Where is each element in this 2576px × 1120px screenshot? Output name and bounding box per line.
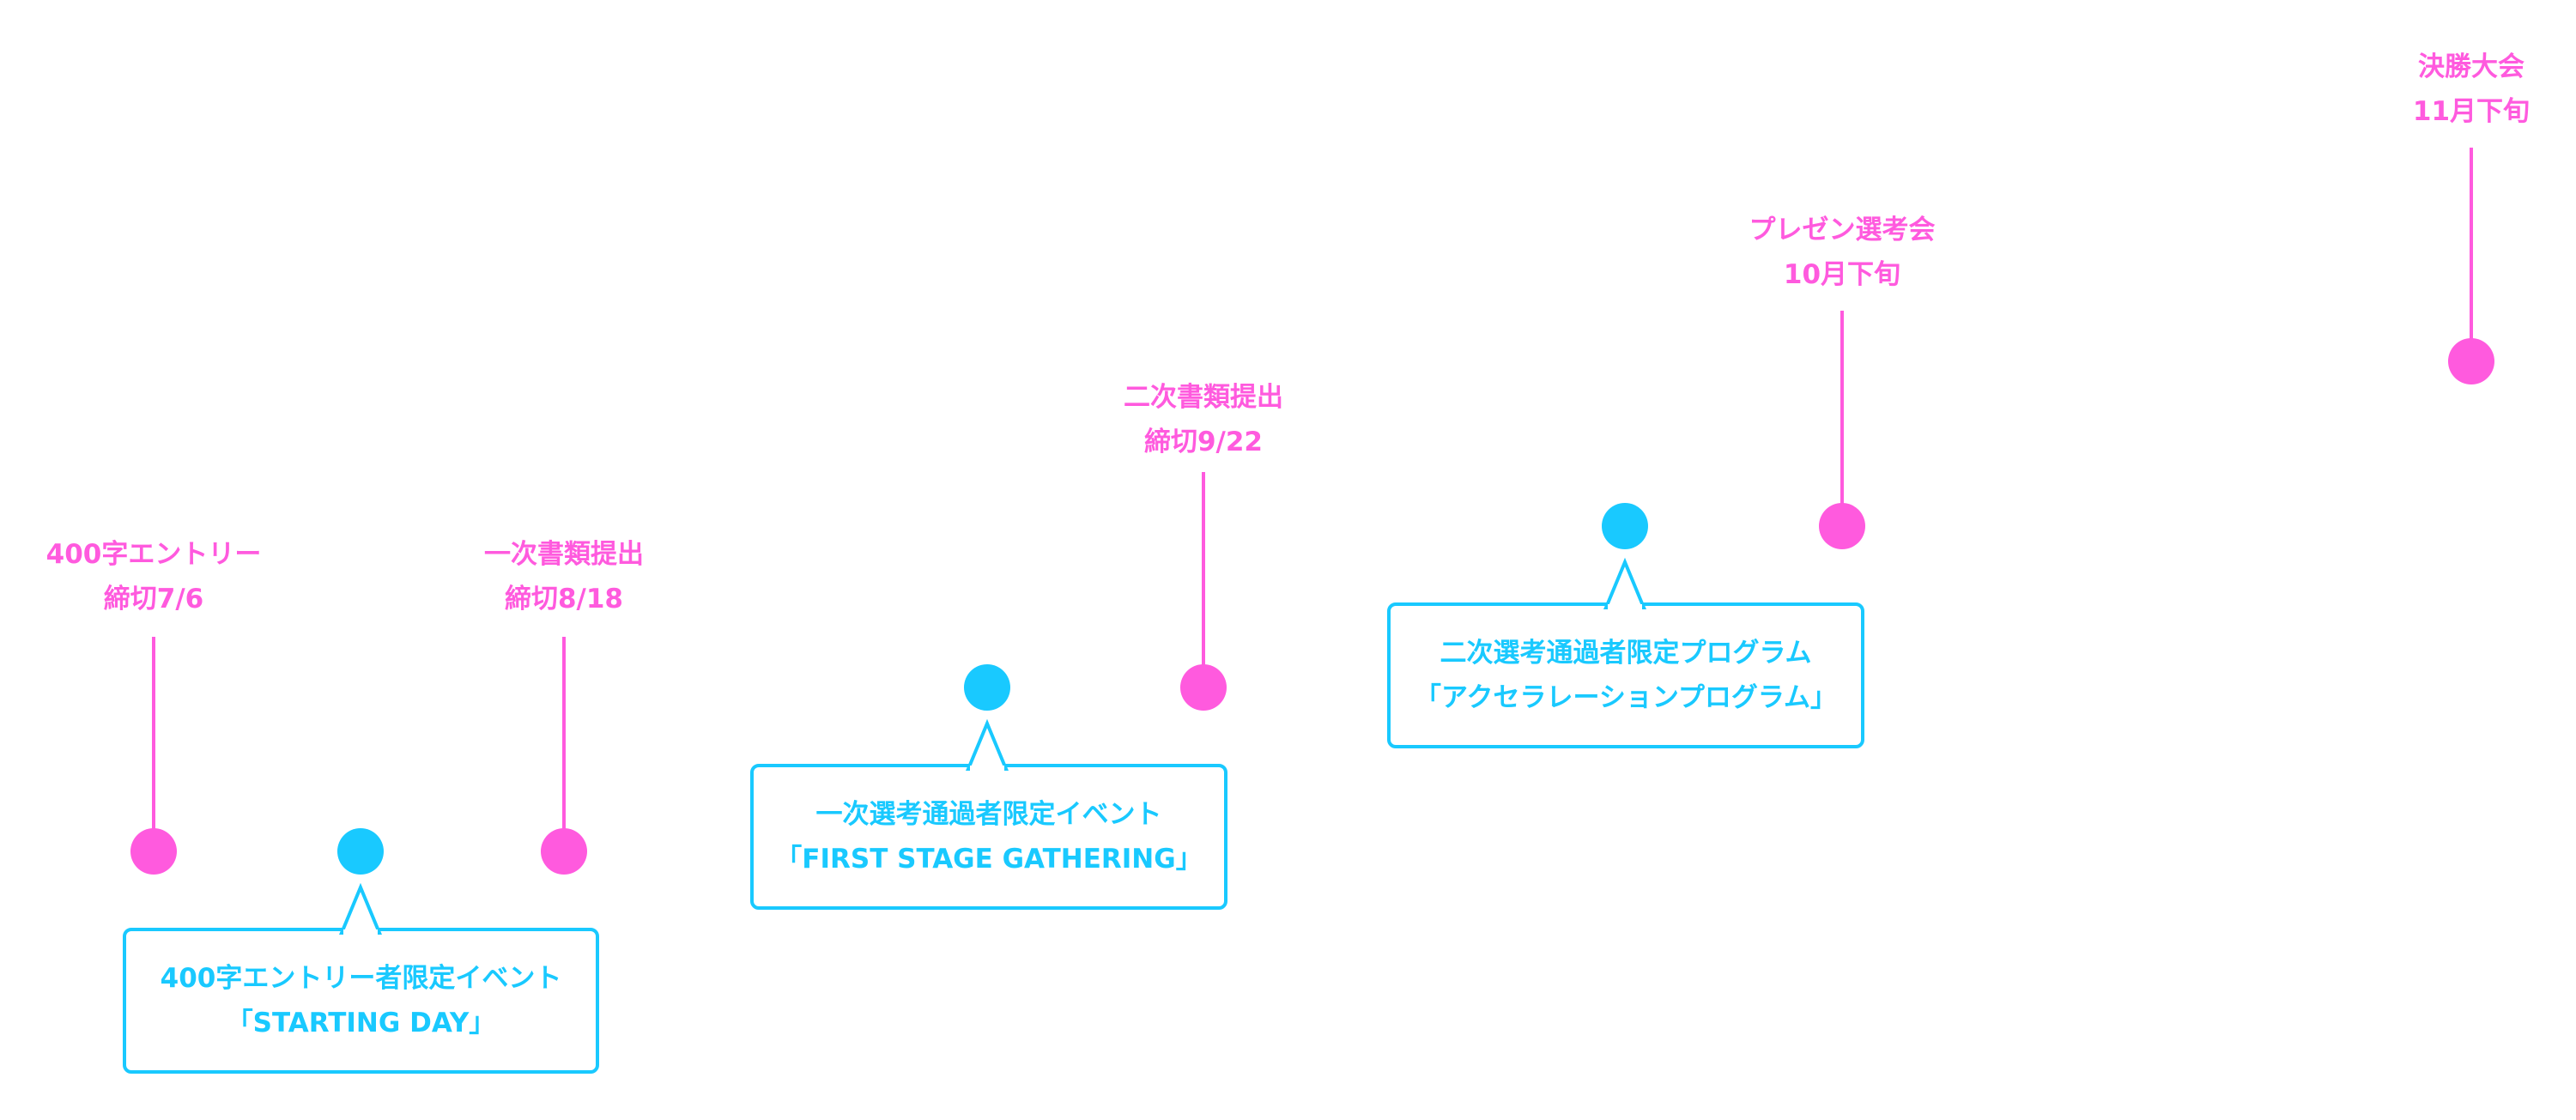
callout-pointer xyxy=(339,882,382,936)
milestone-label: 400字エントリー 締切7/6 xyxy=(0,532,308,621)
milestone-label: 一次書類提出 締切8/18 xyxy=(409,532,718,621)
milestone-stem xyxy=(562,637,566,851)
event-callout-starting-day: 400字エントリー者限定イベント 「STARTING DAY」 xyxy=(123,928,599,1074)
callout-pointer xyxy=(966,718,1009,772)
event-title: 二次選考通過者限定プログラム xyxy=(1440,638,1812,669)
event-dot xyxy=(1602,503,1648,549)
milestone-title: 400字エントリー xyxy=(45,539,262,570)
milestone-dot xyxy=(541,828,587,875)
milestone-dot xyxy=(1819,503,1865,549)
milestone-title: 二次書類提出 xyxy=(1124,382,1283,413)
event-callout-acceleration-program: 二次選考通過者限定プログラム 「アクセラレーションプログラム」 xyxy=(1387,602,1864,748)
milestone-stem xyxy=(1840,311,1844,525)
milestone-date: 10月下旬 xyxy=(1783,259,1901,290)
event-title: 400字エントリー者限定イベント xyxy=(160,963,562,994)
milestone-label: 二次書類提出 締切9/22 xyxy=(1049,375,1358,464)
milestone-date: 11月下旬 xyxy=(2412,96,2531,127)
milestone-label: プレゼン選考会 10月下旬 xyxy=(1688,208,1997,297)
event-title: 一次選考通過者限定イベント xyxy=(815,799,1162,830)
event-name: 「FIRST STAGE GATHERING」 xyxy=(775,844,1203,875)
event-callout-first-stage-gathering: 一次選考通過者限定イベント 「FIRST STAGE GATHERING」 xyxy=(750,764,1227,910)
event-name: 「アクセラレーションプログラム」 xyxy=(1415,682,1837,713)
milestone-stem xyxy=(1202,472,1205,688)
milestone-stem xyxy=(2470,148,2473,362)
milestone-dot xyxy=(2448,338,2494,384)
milestone-title: 決勝大会 xyxy=(2418,51,2524,82)
milestone-title: プレゼン選考会 xyxy=(1749,215,1936,245)
callout-pointer xyxy=(1603,557,1646,611)
milestone-date: 締切8/18 xyxy=(504,584,624,614)
milestone-stem xyxy=(152,637,155,851)
milestone-label: 決勝大会 11月下旬 xyxy=(2317,45,2576,134)
milestone-dot xyxy=(1180,664,1227,711)
event-name: 「STARTING DAY」 xyxy=(226,1008,496,1038)
event-dot xyxy=(964,664,1010,711)
milestone-title: 一次書類提出 xyxy=(484,539,644,570)
milestone-date: 締切9/22 xyxy=(1143,427,1264,457)
event-dot xyxy=(337,828,384,875)
milestone-dot xyxy=(130,828,177,875)
milestone-date: 締切7/6 xyxy=(103,584,204,614)
